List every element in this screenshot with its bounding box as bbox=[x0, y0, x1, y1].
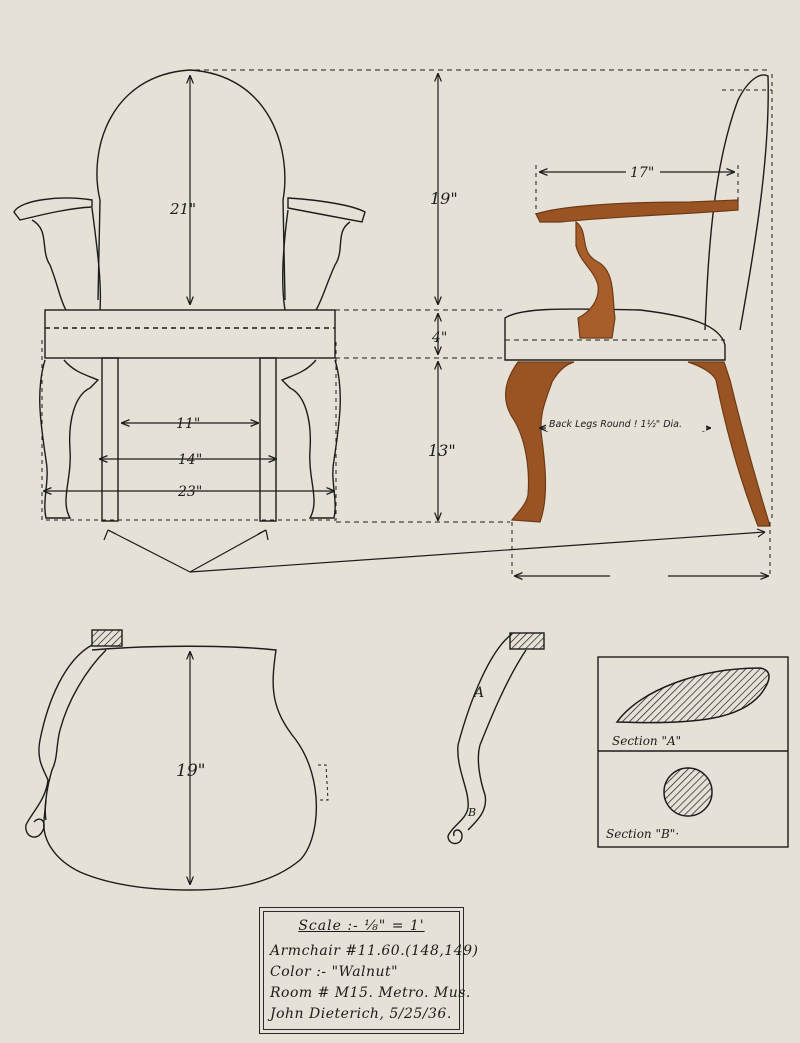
front-right-cabriole-leg bbox=[280, 359, 341, 519]
arm-detail-label-b: B bbox=[467, 806, 476, 819]
front-chair-back bbox=[96, 69, 286, 301]
room-note: Room # M15. Metro. Mus. bbox=[270, 985, 471, 1001]
color-note: Color :- "Walnut" bbox=[270, 964, 399, 980]
sections-box bbox=[597, 656, 789, 848]
arm-depth-label-bg bbox=[626, 162, 660, 180]
front-back-height-label: 21" bbox=[169, 200, 196, 218]
front-dimensions bbox=[44, 76, 766, 573]
back-legs-note-bg bbox=[546, 415, 706, 431]
catalog-number: Armchair #11.60.(148,149) bbox=[270, 943, 479, 959]
leg-height-label: 13" bbox=[428, 441, 456, 460]
scale-text: Scale :- ⅛" = 1' bbox=[298, 918, 425, 934]
side-chair-back bbox=[704, 74, 769, 331]
back-height-label: 19" bbox=[430, 189, 458, 208]
title-block: Scale :- ⅛" = 1' Armchair #11.60.(148,14… bbox=[259, 907, 479, 1034]
front-seat bbox=[44, 309, 336, 359]
arm-depth-label: 17" bbox=[630, 165, 654, 181]
arm-detail-profile bbox=[447, 633, 513, 845]
seat-plan-arm-block bbox=[91, 629, 123, 647]
arm-detail bbox=[447, 632, 545, 845]
section-b-shape bbox=[663, 767, 713, 817]
height-dimensions bbox=[195, 69, 770, 523]
author-date: John Dieterich, 5/25/36. bbox=[270, 1006, 452, 1022]
side-arm-support bbox=[575, 220, 616, 339]
front-right-arm bbox=[287, 197, 366, 223]
front-left-cabriole-leg bbox=[39, 359, 100, 519]
side-back-leg bbox=[687, 361, 771, 527]
section-a-shape bbox=[615, 667, 770, 724]
front-right-back-leg bbox=[259, 357, 277, 522]
front-left-arm bbox=[13, 197, 93, 221]
front-left-back-leg bbox=[101, 357, 119, 522]
side-view bbox=[504, 74, 773, 578]
side-arm bbox=[535, 199, 739, 223]
seat-depth-label: 19" bbox=[176, 761, 205, 781]
section-b-label: Section "B"· bbox=[606, 827, 679, 841]
seat-plan bbox=[25, 629, 329, 891]
front-legs-width-label: 14" bbox=[178, 452, 202, 468]
arm-detail-label-a: A bbox=[472, 685, 484, 701]
back-legs-note: Back Legs Round ! 1½" Dia. bbox=[549, 419, 682, 430]
section-a-label: Section "A" bbox=[612, 734, 681, 748]
seat-plan-arm-curve bbox=[25, 644, 93, 838]
front-right-arm-support bbox=[281, 209, 351, 311]
side-front-cabriole-leg bbox=[505, 361, 575, 523]
arm-detail-block bbox=[509, 632, 545, 650]
seat-thickness-label: 4" bbox=[431, 330, 447, 346]
front-inner-legs-label: 11" bbox=[176, 416, 200, 432]
front-overall-width-label: 23" bbox=[177, 484, 202, 500]
front-left-arm-support bbox=[31, 207, 102, 311]
front-view bbox=[13, 69, 366, 522]
seat-plan-outline bbox=[43, 645, 318, 891]
